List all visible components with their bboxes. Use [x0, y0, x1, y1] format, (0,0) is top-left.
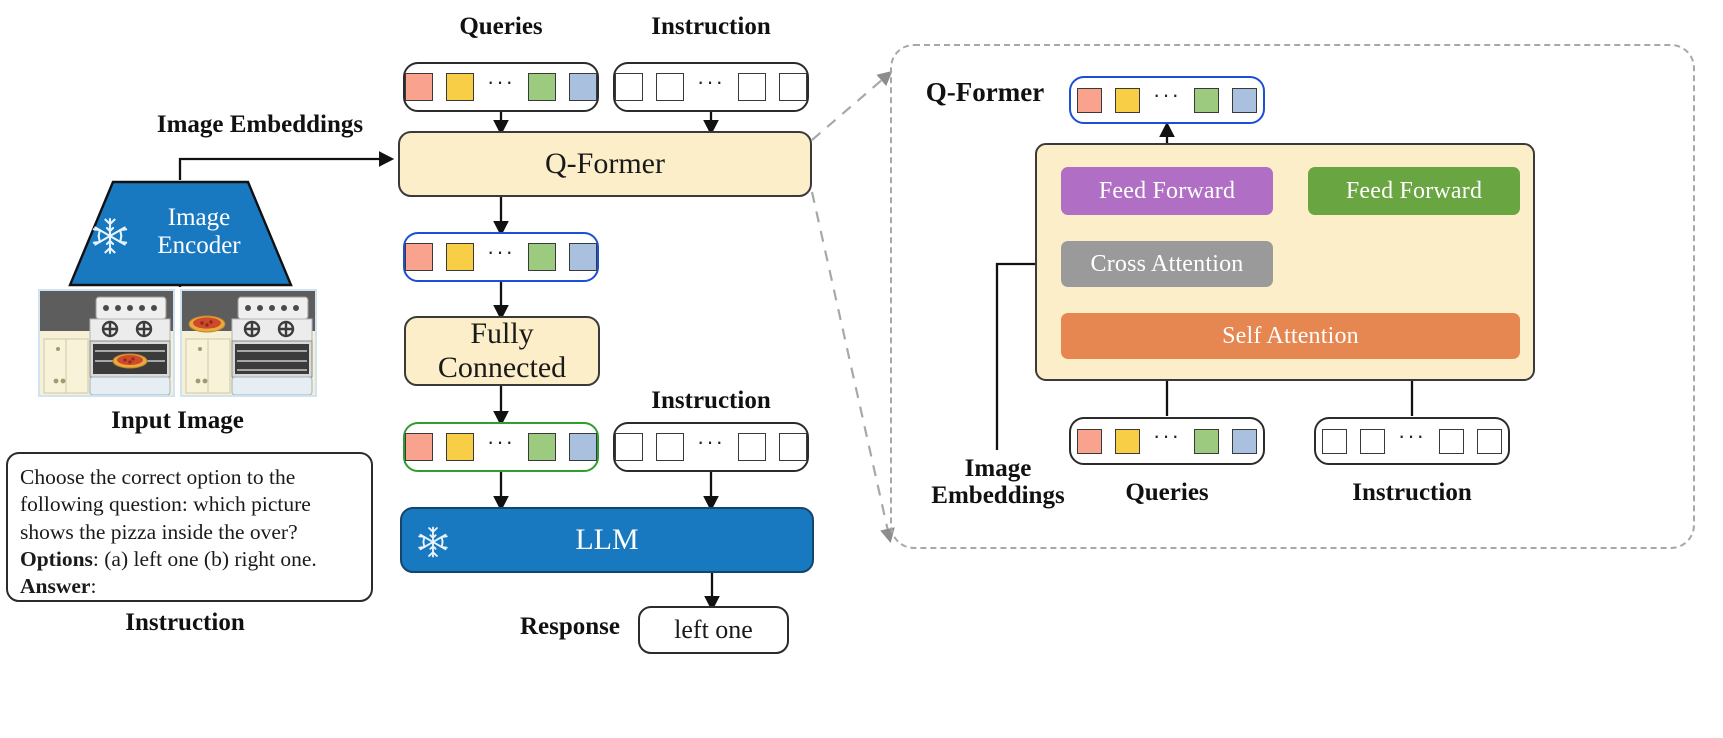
- response-pill: left one: [638, 606, 789, 654]
- queries-label-center: Queries: [459, 13, 543, 40]
- input-image-label: Input Image: [111, 407, 244, 434]
- ellipsis-icon: ···: [697, 69, 725, 94]
- prompt-options-line: Options: (a) left one (b) right one.: [20, 546, 359, 573]
- output-token-red: [1077, 87, 1102, 113]
- query-token-yellow: [446, 73, 474, 101]
- output-token-blue: [1231, 87, 1257, 113]
- feed-forward-left-bar[interactable]: Feed Forward: [1061, 167, 1273, 215]
- output-token-blue: [568, 243, 597, 271]
- fully-connected-block[interactable]: Fully Connected: [404, 316, 600, 386]
- query-token-green: [527, 73, 556, 101]
- feed-forward-right-label: Feed Forward: [1345, 177, 1483, 204]
- image-encoder-line1: Image: [167, 204, 231, 231]
- qformer-detail-panel: [890, 44, 1695, 549]
- cross-attention-label: Cross Attention: [1090, 250, 1244, 277]
- instruction-label-center-mid: Instruction: [651, 387, 771, 414]
- instruction-token-2: [1360, 428, 1385, 454]
- image-embeddings-line2: Embeddings: [931, 482, 1065, 509]
- query-token-blue: [1231, 428, 1257, 454]
- queries-token-row-panel[interactable]: ···: [1069, 417, 1265, 465]
- ellipsis-icon: ···: [1153, 423, 1181, 448]
- image-encoder-label: Image Encoder: [134, 204, 264, 259]
- feed-forward-right-bar[interactable]: Feed Forward: [1308, 167, 1520, 215]
- qformer-panel-output-token-row[interactable]: ···: [1069, 76, 1265, 124]
- instruction-token-row-center-top[interactable]: ···: [613, 62, 809, 112]
- instruction-label-center-top: Instruction: [651, 13, 771, 40]
- prompt-options-value: : (a) left one (b) right one.: [92, 546, 317, 571]
- self-attention-bar[interactable]: Self Attention: [1061, 313, 1520, 359]
- queries-token-row-center[interactable]: ···: [403, 62, 599, 112]
- response-value: left one: [674, 615, 753, 644]
- output-token-red: [405, 243, 433, 271]
- snowflake-icon: [90, 216, 130, 256]
- queries-label-panel: Queries: [1125, 479, 1209, 506]
- prompt-answer-key: Answer: [20, 574, 91, 599]
- instruction-token-1: [615, 73, 643, 101]
- fully-connected-line2: Connected: [437, 351, 567, 384]
- ellipsis-icon: ···: [1398, 423, 1426, 448]
- ellipsis-icon: ···: [487, 69, 515, 94]
- projected-token-yellow: [446, 433, 474, 461]
- prompt-line-2: following question: which picture: [20, 492, 311, 517]
- instruction-token-2: [656, 433, 684, 461]
- self-attention-label: Self Attention: [1222, 322, 1359, 349]
- instruction-token-row-center-mid[interactable]: ···: [613, 422, 809, 472]
- prompt-line-3: shows the pizza inside the over?: [20, 519, 298, 544]
- query-token-yellow: [1115, 428, 1140, 454]
- ellipsis-icon: ···: [487, 239, 515, 264]
- image-encoder-block[interactable]: Image Encoder: [68, 180, 293, 287]
- snowflake-icon: [416, 525, 450, 559]
- query-token-blue: [568, 73, 597, 101]
- instruction-token-3: [737, 73, 766, 101]
- fully-connected-line1: Fully: [470, 317, 534, 351]
- instruction-token-4: [778, 433, 807, 461]
- ellipsis-icon: ···: [697, 429, 725, 454]
- qformer-output-token-row[interactable]: ···: [403, 232, 599, 282]
- instruction-token-3: [737, 433, 766, 461]
- input-image-thumbnail-right[interactable]: [180, 289, 317, 397]
- llm-block[interactable]: LLM: [400, 507, 814, 573]
- instruction-token-1: [1322, 428, 1347, 454]
- projected-token-row[interactable]: ···: [403, 422, 599, 472]
- instruction-label-panel: Instruction: [1352, 479, 1472, 506]
- instruction-token-2: [656, 73, 684, 101]
- output-token-green: [1193, 87, 1219, 113]
- image-embeddings-label-panel: Image Embeddings: [903, 455, 1093, 509]
- ellipsis-icon: ···: [1153, 82, 1181, 107]
- qformer-panel-title: Q-Former: [925, 77, 1045, 107]
- output-token-green: [527, 243, 556, 271]
- llm-label: LLM: [575, 523, 639, 557]
- q-former-label: Q-Former: [545, 147, 665, 181]
- projected-token-blue: [568, 433, 597, 461]
- instruction-token-3: [1438, 428, 1464, 454]
- query-token-red: [405, 73, 433, 101]
- projected-token-green: [527, 433, 556, 461]
- instruction-token-1: [615, 433, 643, 461]
- response-label: Response: [519, 613, 620, 640]
- image-encoder-line2: Encoder: [157, 231, 241, 259]
- cross-attention-bar[interactable]: Cross Attention: [1061, 241, 1273, 287]
- prompt-options-key: Options: [20, 546, 93, 571]
- prompt-answer-line: Answer:: [20, 573, 359, 600]
- query-token-red: [1077, 428, 1102, 454]
- query-token-green: [1193, 428, 1219, 454]
- input-image-thumbnail-left[interactable]: [38, 289, 175, 397]
- q-former-block[interactable]: Q-Former: [398, 131, 812, 197]
- image-embeddings-label: Image Embeddings: [156, 111, 364, 138]
- instruction-token-row-panel[interactable]: ···: [1314, 417, 1510, 465]
- feed-forward-left-label: Feed Forward: [1098, 177, 1236, 204]
- instruction-token-4: [1476, 428, 1502, 454]
- instruction-token-4: [778, 73, 807, 101]
- projected-token-red: [405, 433, 433, 461]
- prompt-answer-value: :: [90, 574, 97, 599]
- prompt-line-1: Choose the correct option to the: [20, 465, 296, 489]
- output-token-yellow: [1115, 87, 1140, 113]
- instruction-prompt-card: Choose the correct option to the followi…: [6, 452, 373, 602]
- image-embeddings-line1: Image: [964, 455, 1032, 482]
- instruction-label-left: Instruction: [125, 609, 245, 636]
- output-token-yellow: [446, 243, 474, 271]
- ellipsis-icon: ···: [487, 429, 515, 454]
